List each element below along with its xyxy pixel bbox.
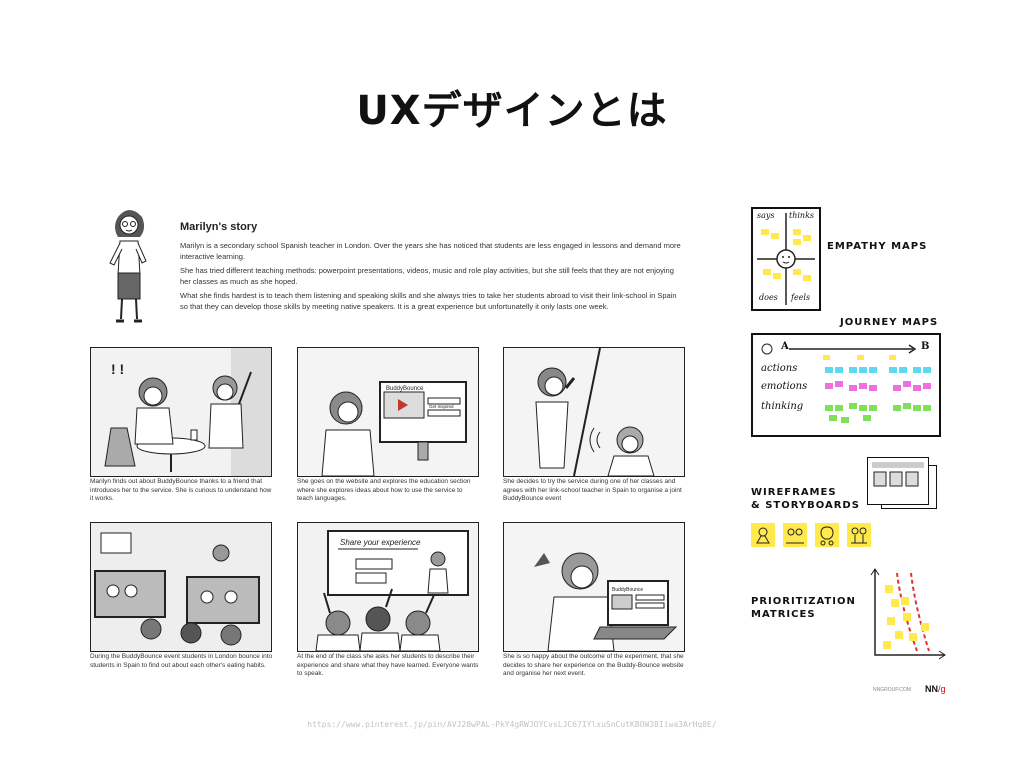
quadrant-does: does: [759, 293, 778, 302]
story-header: Marilyn's story Marilyn is a secondary s…: [80, 195, 700, 335]
slide-title: UXデザインとは: [356, 88, 668, 134]
storyboard-panel-1: ! !: [90, 347, 272, 477]
storyboards-label: & STORYBOARDS: [751, 500, 860, 511]
empathy-map-card: says thinks does feels: [751, 207, 821, 311]
quadrant-feels: feels: [791, 293, 811, 302]
marilyn-portrait: [100, 203, 158, 327]
board-text: Share your experience: [340, 538, 421, 547]
people-icon: [787, 528, 795, 536]
journey-end: B: [921, 341, 930, 352]
storyboard-panel-2: BuddyBounce Get Inspired: [297, 347, 479, 477]
journey-row-thinking: thinking: [761, 401, 804, 412]
journey-start: A: [781, 341, 789, 352]
matrices-label: MATRICES: [751, 609, 816, 620]
lightbulb-icon: [820, 526, 834, 540]
storyboard-panel-6: BuddyBounce: [503, 522, 685, 652]
prioritization-label: PRIORITIZATION: [751, 596, 856, 607]
journey-map-card: A B actions emotions thinking: [751, 333, 941, 437]
nngroup-site: NNGROUP.COM: [873, 687, 911, 693]
screen-title: BuddyBounce: [612, 587, 643, 593]
storyboard-panel-5: Share your experience: [297, 522, 479, 652]
panel-caption: During the BuddyBounce event students in…: [90, 653, 273, 669]
panel-caption: She is so happy about the outcome of the…: [503, 653, 684, 677]
screen-title: BuddyBounce: [386, 386, 424, 392]
nn-brand-g: /g: [938, 684, 946, 694]
user-icon: [761, 343, 773, 355]
quadrant-thinks: thinks: [789, 211, 815, 220]
empathy-maps-label: EMPATHY MAPS: [827, 241, 928, 252]
screen-link: Get Inspired: [429, 404, 454, 409]
svg-text:! !: ! !: [111, 361, 124, 377]
wireframe-sheet-front: [867, 457, 929, 505]
panel-caption: She decides to try the service during on…: [503, 478, 682, 502]
panel-caption: Marilyn finds out about BuddyBounce than…: [90, 478, 272, 502]
nn-brand: NN: [925, 684, 938, 694]
storyboard-panel-3: [503, 347, 685, 477]
wireframes-label: WIREFRAMES: [751, 487, 837, 498]
prioritization-matrix: [867, 567, 947, 663]
storyboard-panel-4: [90, 522, 272, 652]
story-paragraph: What she finds hardest is to teach them …: [180, 291, 677, 311]
journey-maps-label: JOURNEY MAPS: [840, 317, 939, 328]
journey-row-actions: actions: [761, 363, 798, 374]
panel-caption: At the end of the class she asks her stu…: [297, 653, 479, 677]
quadrant-says: says: [757, 211, 775, 220]
story-paragraph: She has tried different teaching methods…: [180, 266, 674, 286]
journey-row-emotions: emotions: [761, 381, 808, 392]
source-url[interactable]: https://www.pinterest.jp/pin/AVJ28wPAL-P…: [307, 720, 717, 729]
storyboard: Marilyn's story Marilyn is a secondary s…: [80, 195, 700, 695]
story-paragraph: Marilyn is a secondary school Spanish te…: [180, 241, 681, 261]
panel-caption: She goes on the website and explores the…: [297, 478, 471, 502]
storyboard-sticky-row: [751, 523, 875, 549]
story-title: Marilyn's story: [180, 221, 258, 233]
ux-tools: says thinks does feels EMPATHY MAPS JOUR…: [745, 205, 950, 695]
